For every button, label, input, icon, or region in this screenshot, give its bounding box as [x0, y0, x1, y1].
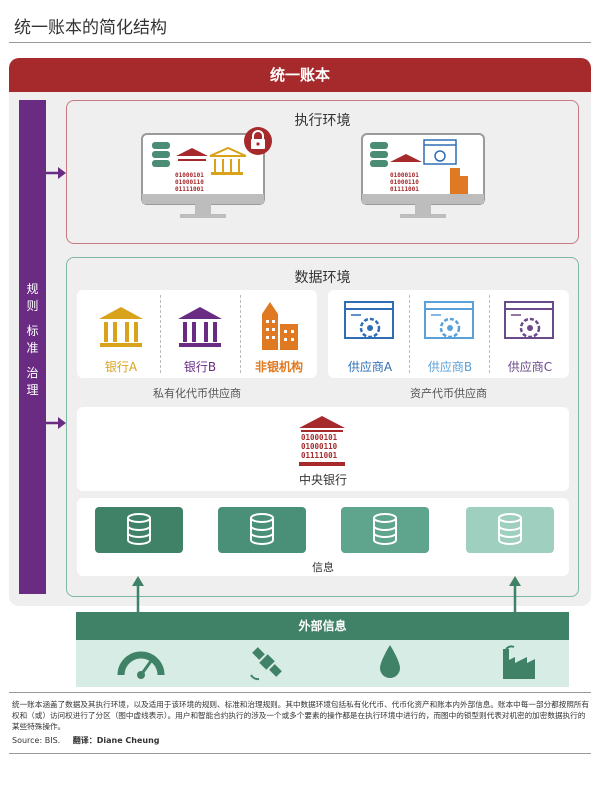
bottom-divider — [9, 753, 591, 754]
building-icon — [450, 168, 468, 194]
binary-line: 01000101 — [175, 172, 204, 179]
lock-icon — [244, 127, 272, 155]
bank-a-icon — [99, 307, 143, 347]
external-information-bar: 外部信息 — [76, 612, 569, 640]
provider-c-label: 供应商C — [507, 360, 553, 374]
execution-environment: 执行环境 — [66, 100, 579, 244]
arrow-up-icon — [509, 576, 521, 614]
database-icon — [373, 513, 397, 545]
binary-line: 01000110 — [301, 442, 338, 451]
central-bank-icon: 01000101 01000110 01111001 — [299, 416, 345, 466]
central-bank-label: 中央银行 — [298, 473, 347, 487]
source-text: Source: BIS. — [12, 736, 61, 745]
partition-divider — [489, 295, 490, 373]
information-label: 信息 — [312, 561, 334, 574]
governance-char: 规 — [26, 282, 39, 296]
non-bank-label: 非银机构 — [254, 360, 303, 374]
database-icon — [250, 513, 274, 545]
execution-title: 执行环境 — [294, 113, 351, 129]
non-bank-building-icon — [262, 302, 298, 350]
monitor-icon: 01000101 01000110 01111001 — [141, 133, 265, 218]
bank-b-label: 银行B — [183, 360, 217, 374]
arrow-to-data-icon — [46, 417, 66, 429]
governance-char: 准 — [26, 341, 39, 355]
translator-text: 翻译：Diane Cheung — [72, 736, 160, 745]
database-icon — [370, 142, 388, 167]
arrow-up-icon — [132, 576, 144, 614]
binary-line: 01111001 — [301, 451, 338, 460]
water-drop-icon — [380, 645, 400, 678]
bank-a-label: 银行A — [104, 360, 138, 374]
governance-char: 标 — [26, 324, 39, 338]
partition-divider — [409, 295, 410, 373]
governance-arrows — [46, 167, 66, 429]
database-icon — [498, 513, 522, 545]
binary-line: 01111001 — [390, 186, 419, 193]
satellite-icon — [250, 647, 282, 681]
arrow-to-execution-icon — [46, 167, 66, 179]
asset-providers-label: 资产代币供应商 — [410, 387, 487, 400]
provider-b-label: 供应商B — [427, 360, 473, 374]
bank-icon — [390, 154, 422, 162]
binary-line: 01111001 — [175, 186, 204, 193]
factory-icon — [503, 645, 535, 679]
gauge-icon — [117, 651, 165, 679]
database-icon — [127, 513, 151, 545]
governance-char: 则 — [26, 299, 39, 313]
bank-icon — [176, 148, 208, 161]
governance-char: 理 — [26, 383, 39, 397]
source-line: Source: BIS. 翻译：Diane Cheung — [12, 735, 160, 746]
gold-bank-icon — [209, 146, 247, 175]
binary-line: 01000110 — [390, 179, 419, 186]
partition-divider — [240, 295, 241, 373]
provider-b-icon — [424, 301, 474, 339]
footnote-text: 统一账本涵盖了数据及其执行环境，以及适用于该环境的规则、标准和治理规则。其中数据… — [12, 700, 590, 731]
binary-line: 01000101 — [390, 172, 419, 179]
monitor-icon: 01000101 01000110 01111001 — [361, 133, 485, 218]
governance-bar: 规 则 标 准 治 理 — [19, 100, 46, 594]
provider-a-label: 供应商A — [347, 360, 393, 374]
page-title: 统一账本的简化结构 — [14, 18, 167, 38]
governance-char: 治 — [26, 366, 39, 380]
data-environment: 数据环境 — [66, 257, 579, 597]
bank-b-icon — [178, 307, 222, 347]
partition-divider — [160, 295, 161, 373]
binary-line: 01000110 — [175, 179, 204, 186]
provider-a-icon — [344, 301, 394, 339]
binary-line: 01000101 — [301, 433, 338, 442]
title-divider — [9, 42, 591, 43]
database-icon — [152, 142, 170, 167]
code-window-icon — [423, 139, 457, 165]
footnote-divider — [9, 692, 591, 693]
provider-c-icon — [504, 301, 554, 339]
data-environment-title: 数据环境 — [294, 270, 351, 286]
deposit-providers-label: 私有化代币供应商 — [153, 387, 241, 400]
unified-ledger-banner: 统一账本 — [9, 58, 591, 92]
